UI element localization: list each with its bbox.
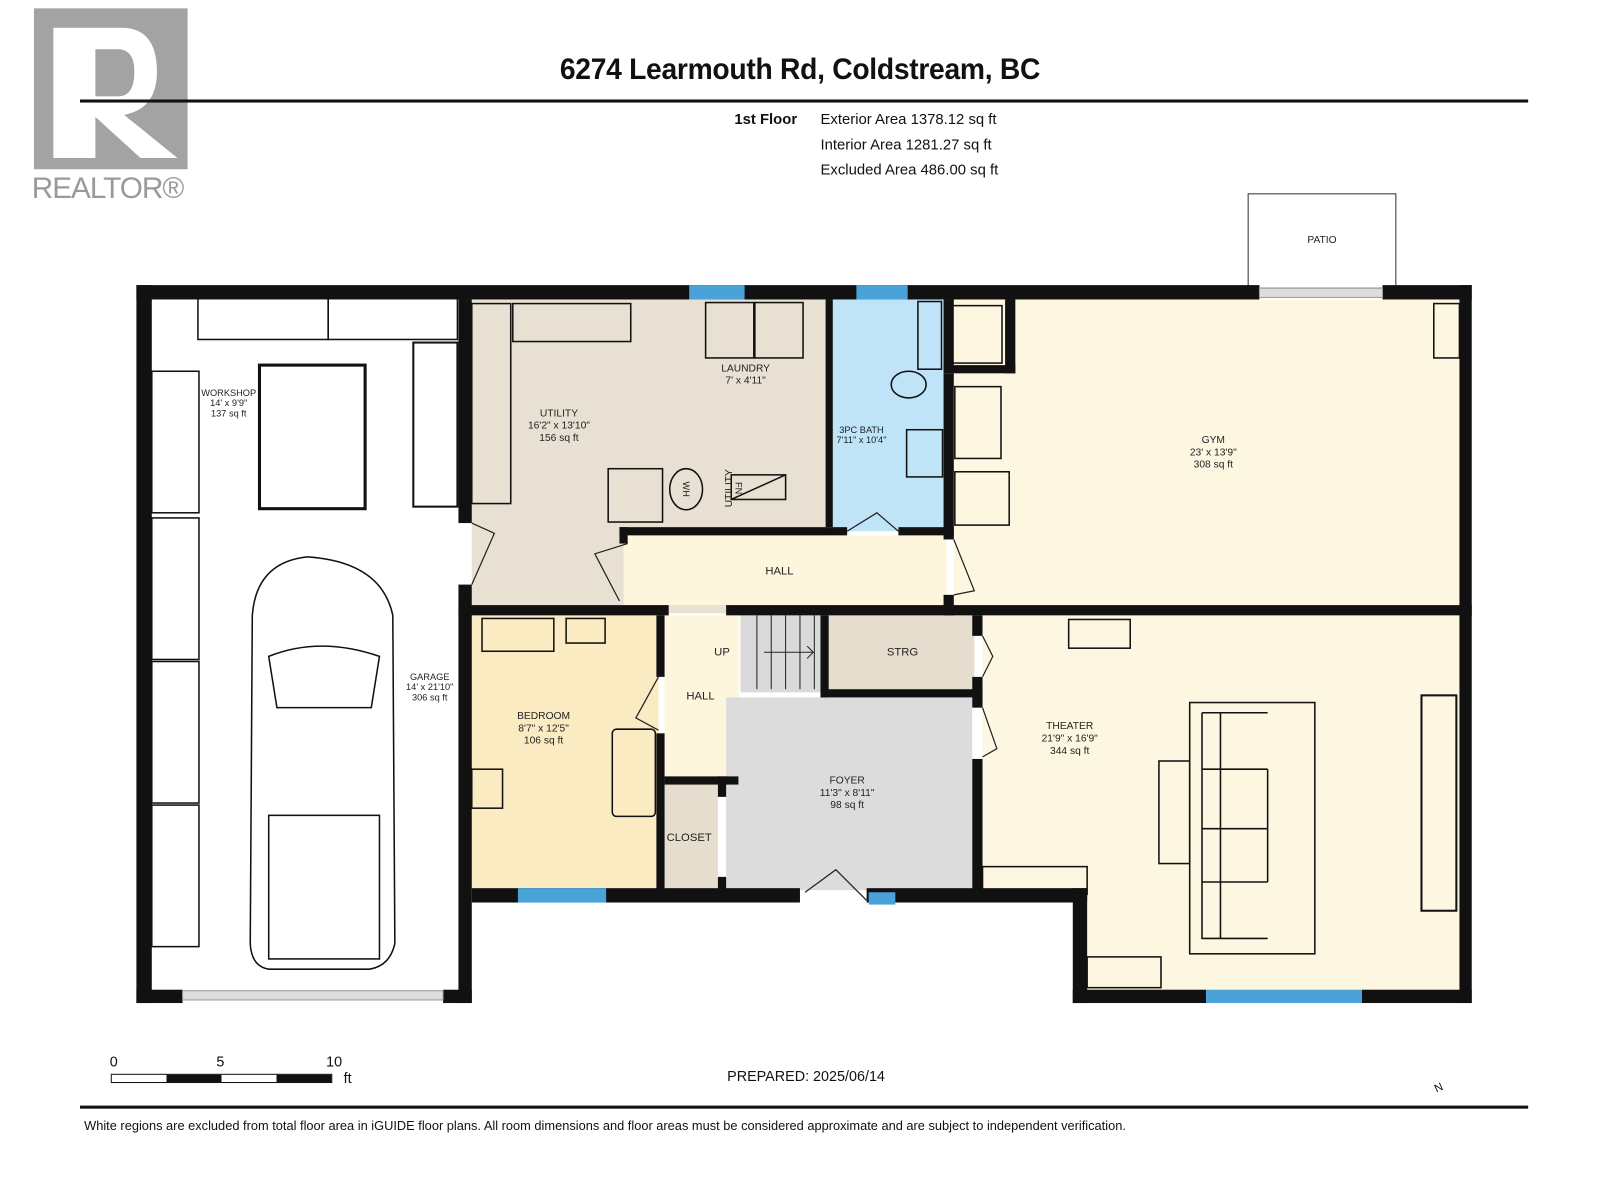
area-summary: Exterior Area 1378.12 sq ft Interior Are… [820, 108, 998, 183]
scale-bar-graphic [110, 1073, 333, 1084]
exterior-area: Exterior Area 1378.12 sq ft [820, 111, 997, 129]
compass-north-label: N [1432, 1080, 1446, 1096]
scale-tick-0: 0 [109, 1053, 118, 1070]
realtor-logo-mark [33, 8, 188, 170]
bedroom-floor [471, 615, 659, 889]
room-label-hall-lower: HALL [686, 690, 715, 703]
floor-plan [136, 193, 1472, 1004]
windows [517, 285, 1362, 1004]
stairs-floor [740, 615, 823, 693]
excluded-area: Excluded Area 486.00 sq ft [820, 162, 999, 179]
realtor-logo: REALTOR® [31, 8, 188, 206]
patio-door [1258, 287, 1384, 298]
stair-treads [756, 615, 815, 690]
footer-disclaimer: White regions are excluded from total fl… [84, 1118, 1126, 1134]
room-label-closet: CLOSET [666, 831, 712, 845]
room-label-storage: STRG [886, 646, 919, 659]
gym-floor [953, 299, 1460, 606]
water-heater-label: WH [680, 481, 692, 497]
prepared-date: PREPARED: 2025/06/14 [727, 1067, 885, 1085]
header-rule [79, 99, 1529, 103]
patio-label: PATIO [1307, 234, 1337, 247]
scale-tick-10: 10 [326, 1053, 343, 1070]
hall-upper-floor [623, 535, 947, 606]
bath-floor [832, 299, 946, 532]
footer-rule [79, 1105, 1529, 1109]
floor-label: 1st Floor [734, 111, 798, 129]
furnace-label: FN [733, 482, 744, 495]
garage-floor [151, 299, 460, 990]
door-swings [471, 512, 998, 901]
stairs-up-label: UP [714, 646, 730, 659]
closet-floor [664, 784, 718, 891]
scale-unit: ft [343, 1069, 352, 1087]
fixtures [151, 295, 1461, 989]
patio-outline [1247, 193, 1397, 289]
foyer-floor [726, 697, 973, 891]
storage-floor [828, 615, 975, 690]
interior-area: Interior Area 1281.27 sq ft [820, 136, 992, 154]
page-title: 6274 Learmouth Rd, Coldstream, BC [559, 53, 1041, 87]
theater-cutout [982, 894, 1075, 997]
room-label-hall-upper: HALL [765, 565, 794, 578]
garage-door [182, 990, 444, 1001]
scale-tick-5: 5 [216, 1053, 225, 1070]
realtor-logo-text: REALTOR® [31, 172, 184, 206]
